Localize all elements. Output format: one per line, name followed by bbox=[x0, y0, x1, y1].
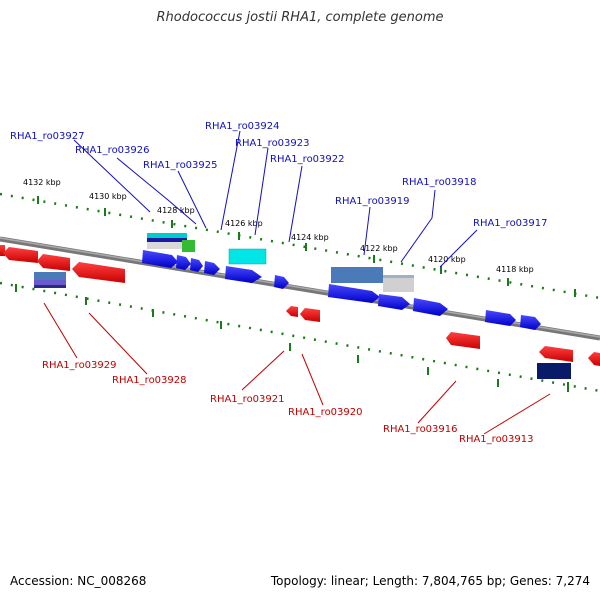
gene-label-bottom[interactable]: RHA1_ro03929 bbox=[42, 360, 117, 371]
reverse-genes bbox=[0, 245, 600, 366]
gene-ro03924[interactable] bbox=[190, 258, 203, 272]
gene-ro03922[interactable] bbox=[274, 275, 289, 289]
gene-ro03915[interactable] bbox=[485, 310, 516, 326]
gene-label-top[interactable]: RHA1_ro03917 bbox=[473, 218, 548, 229]
tick-label: 4130 kbp bbox=[89, 192, 127, 201]
gene-ro03929b[interactable] bbox=[37, 254, 70, 271]
gene-ro03930[interactable] bbox=[3, 247, 38, 263]
gene-label-top[interactable]: RHA1_ro03918 bbox=[402, 177, 477, 188]
gene-ro03926[interactable] bbox=[142, 250, 178, 268]
feature-box-ro03913[interactable] bbox=[537, 363, 571, 379]
gene-ro03920[interactable] bbox=[300, 308, 320, 322]
gene-ro03914[interactable] bbox=[520, 315, 541, 330]
gene-label-top[interactable]: RHA1_ro03924 bbox=[205, 121, 280, 132]
gene-label-top[interactable]: RHA1_ro03926 bbox=[75, 145, 150, 156]
bottom-tick-track bbox=[0, 281, 600, 393]
genome-title: Rhodococcus jostii RHA1, complete genome bbox=[156, 10, 444, 25]
gene-ro03919[interactable] bbox=[328, 284, 380, 303]
feature-box-ro03929[interactable] bbox=[34, 272, 66, 288]
gene-ro03916[interactable] bbox=[446, 332, 480, 349]
bottom-leader-lines bbox=[43, 302, 551, 435]
gene-ro03928[interactable] bbox=[72, 262, 125, 283]
tick-label: 4126 kbp bbox=[225, 219, 263, 228]
feature-box-ro03923[interactable] bbox=[228, 248, 267, 265]
tick-label: 4124 kbp bbox=[291, 233, 329, 242]
gene-label-bottom[interactable]: RHA1_ro03913 bbox=[459, 434, 534, 445]
gene-label-top[interactable]: RHA1_ro03922 bbox=[270, 154, 345, 165]
gene-label-top[interactable]: RHA1_ro03919 bbox=[335, 196, 410, 207]
gene-label-bottom[interactable]: RHA1_ro03916 bbox=[383, 424, 458, 435]
gene-ro03923[interactable] bbox=[225, 266, 262, 283]
feature-box-ro03919[interactable] bbox=[331, 267, 414, 292]
gene-ro03917[interactable] bbox=[413, 298, 448, 316]
genome-summary-text: Topology: linear; Length: 7,804,765 bp; … bbox=[270, 574, 590, 588]
gene-ro03925[interactable] bbox=[176, 255, 191, 270]
accession-text: Accession: NC_008268 bbox=[10, 574, 147, 588]
tick-label: 4132 kbp bbox=[23, 178, 61, 187]
tick-label: 4122 kbp bbox=[360, 244, 398, 253]
gene-ro03913[interactable] bbox=[539, 346, 573, 362]
gene-label-top[interactable]: RHA1_ro03925 bbox=[143, 160, 218, 171]
gene-ro03912[interactable] bbox=[588, 352, 600, 366]
top-leader-lines bbox=[73, 130, 478, 268]
forward-genes bbox=[142, 250, 541, 330]
gene-ro03921[interactable] bbox=[286, 306, 298, 317]
tick-label: 4128 kbp bbox=[157, 206, 195, 215]
gene-label-top[interactable]: RHA1_ro03923 bbox=[235, 138, 310, 149]
gene-label-bottom[interactable]: RHA1_ro03921 bbox=[210, 394, 285, 405]
gene-label-bottom[interactable]: RHA1_ro03928 bbox=[112, 375, 187, 386]
major-ticks-top bbox=[37, 196, 576, 297]
gene-label-top[interactable]: RHA1_ro03927 bbox=[10, 131, 85, 142]
major-ticks-bottom bbox=[15, 284, 569, 392]
feature-box-ro03926[interactable] bbox=[147, 233, 195, 252]
gene-ro03918[interactable] bbox=[378, 294, 410, 310]
tick-label: 4118 kbp bbox=[496, 265, 534, 274]
gene-label-bottom[interactable]: RHA1_ro03920 bbox=[288, 407, 363, 418]
gene-ro03924b[interactable] bbox=[204, 261, 220, 275]
top-tick-track bbox=[0, 192, 600, 300]
